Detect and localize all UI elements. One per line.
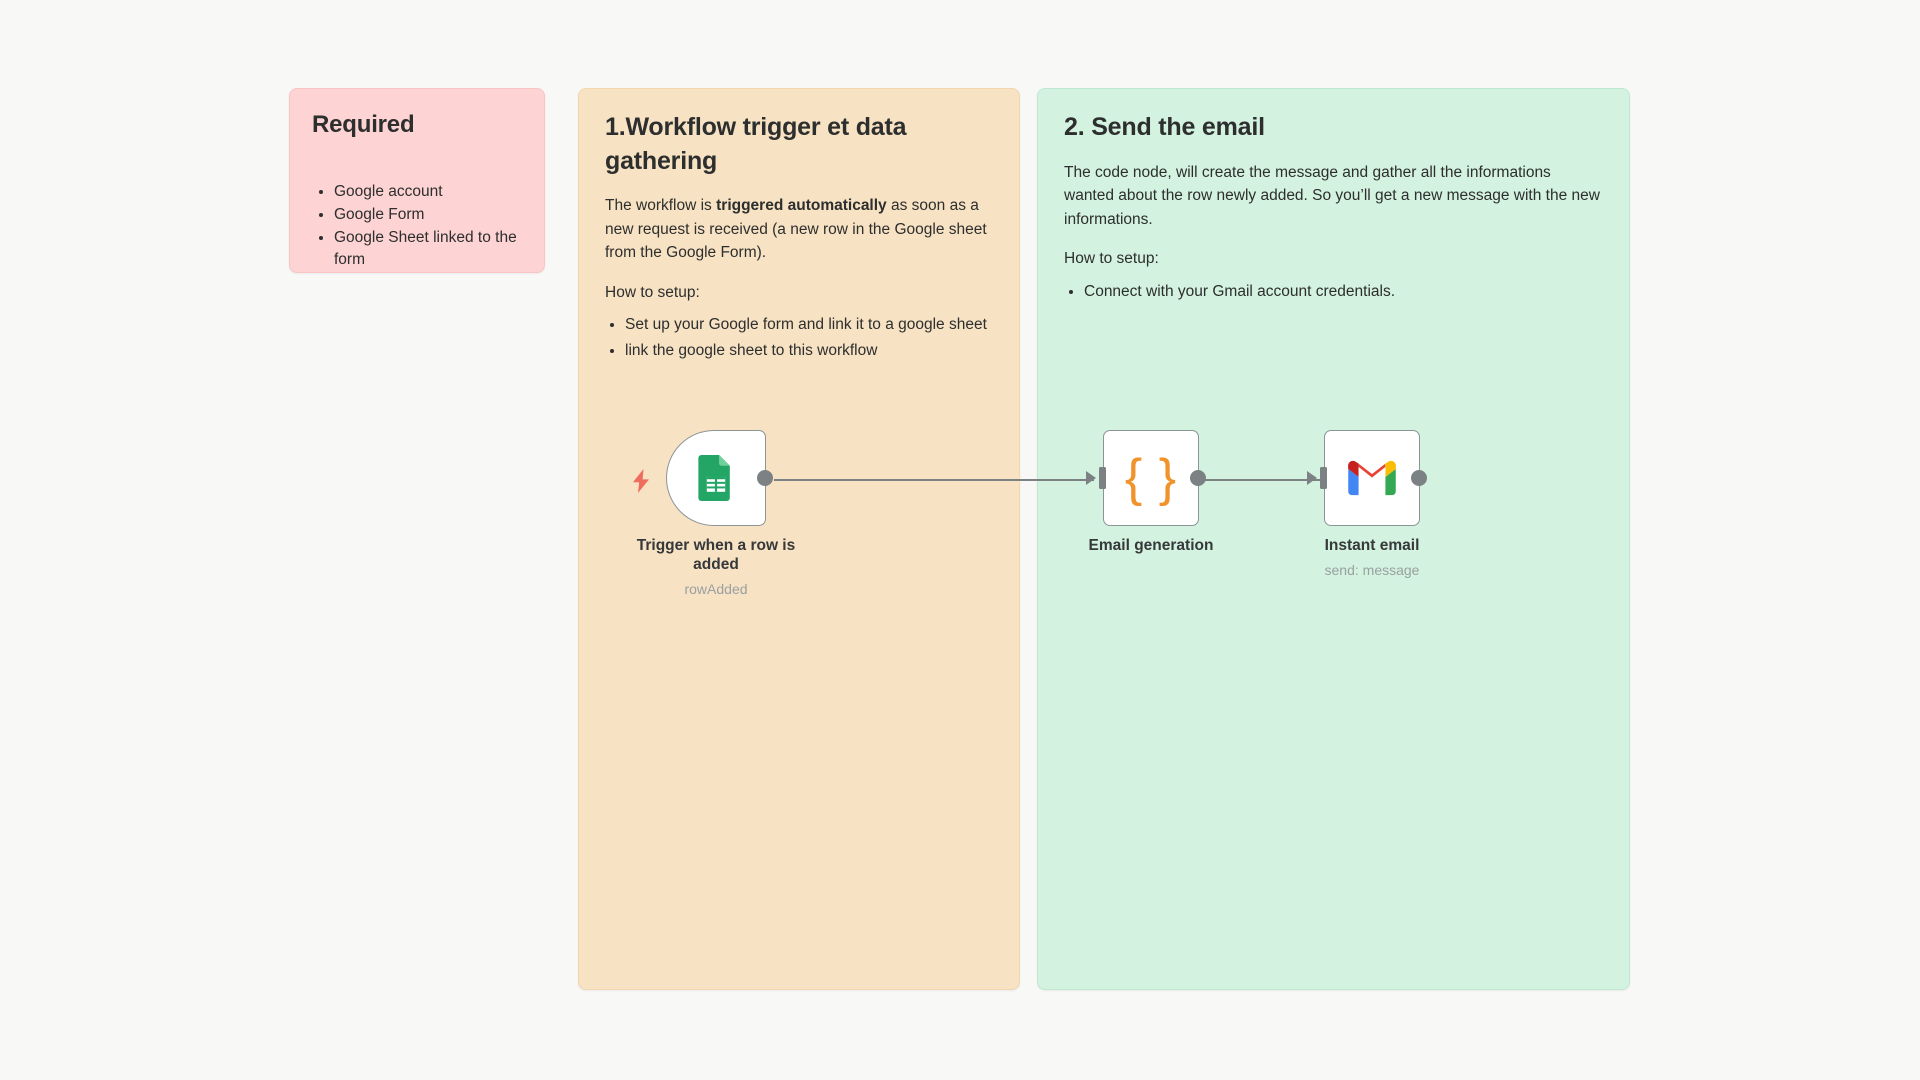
node-label: Instant email xyxy=(1324,537,1420,554)
sticky-note-trigger-body: The workflow is triggered automatically … xyxy=(605,194,993,265)
connector-trigger-to-code xyxy=(774,479,1094,481)
sticky-note-required-list: Google account Google Form Google Sheet … xyxy=(312,181,522,271)
sticky-note-email-title: 2. Send the email xyxy=(1064,113,1265,141)
sticky-note-email-body: The code node, will create the message a… xyxy=(1064,163,1600,228)
body-text-post: as soon as a new request is received (a … xyxy=(605,197,987,262)
sticky-note-required-title: Required xyxy=(312,111,415,138)
node-output-endpoint[interactable] xyxy=(1411,470,1427,486)
node-input-endpoint[interactable] xyxy=(1320,467,1327,489)
sticky-note-email-list: Connect with your Gmail account credenti… xyxy=(1064,280,1603,304)
list-item: Connect with your Gmail account credenti… xyxy=(1084,280,1603,304)
node-output-endpoint[interactable] xyxy=(757,470,773,486)
trigger-bolt-icon xyxy=(630,468,652,499)
list-item: Google Sheet linked to the form xyxy=(334,227,522,271)
node-box[interactable]: { } xyxy=(1099,430,1206,526)
sticky-note-required[interactable]: Required Google account Google Form Goog… xyxy=(289,88,545,273)
node-label: Trigger when a row is added xyxy=(636,537,796,573)
node-input-endpoint[interactable] xyxy=(1099,467,1106,489)
list-item: Set up your Google form and link it to a… xyxy=(625,313,993,337)
node-output-endpoint[interactable] xyxy=(1190,470,1206,486)
sticky-note-workflow-trigger[interactable]: 1.Workflow trigger et data gathering The… xyxy=(578,88,1020,990)
google-sheets-icon xyxy=(693,455,739,501)
node-trigger-when-a-row-is-added[interactable]: Trigger when a row is added rowAdded xyxy=(637,430,804,597)
list-item: Google Form xyxy=(334,204,522,226)
node-instant-email[interactable]: Instant email send: message xyxy=(1320,430,1460,578)
node-subtitle: rowAdded xyxy=(684,580,748,597)
node-label: Email generation xyxy=(1088,537,1214,554)
node-box[interactable] xyxy=(1320,430,1427,526)
node-box[interactable] xyxy=(666,430,773,526)
body-text-bold: triggered automatically xyxy=(716,197,887,214)
list-item: Google account xyxy=(334,181,522,203)
sticky-note-trigger-setup-label: How to setup: xyxy=(605,283,700,301)
connector-code-to-gmail xyxy=(1197,479,1322,481)
gmail-icon xyxy=(1347,459,1397,497)
node-subtitle: send: message xyxy=(1324,561,1420,578)
code-braces-icon: { } xyxy=(1124,449,1178,507)
sticky-note-send-email[interactable]: 2. Send the email The code node, will cr… xyxy=(1037,88,1630,990)
sticky-note-trigger-list: Set up your Google form and link it to a… xyxy=(605,313,993,362)
sticky-note-email-setup-label: How to setup: xyxy=(1064,250,1159,268)
node-email-generation[interactable]: { } Email generation xyxy=(1089,430,1239,562)
sticky-note-trigger-title: 1.Workflow trigger et data gathering xyxy=(605,113,907,175)
body-text-pre: The workflow is xyxy=(605,197,717,214)
list-item: link the google sheet to this workflow xyxy=(625,339,993,363)
